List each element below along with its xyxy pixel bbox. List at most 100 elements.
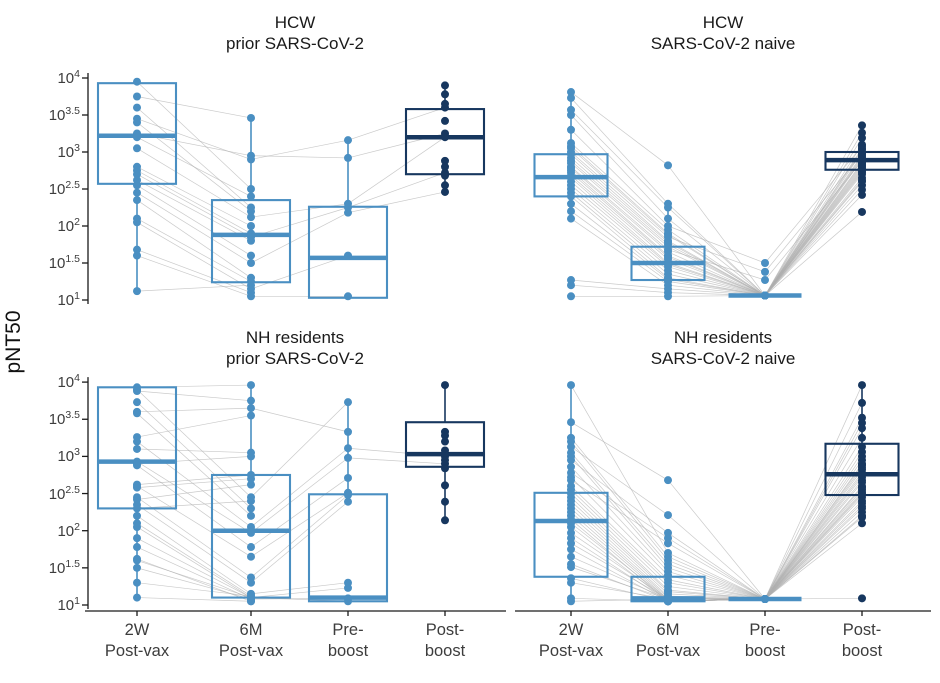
subject-line — [136, 107, 252, 208]
data-point — [858, 381, 866, 390]
subject-line — [136, 166, 252, 227]
subject-line — [667, 264, 766, 296]
data-point — [858, 489, 866, 498]
y-tick-label: 104 — [57, 372, 80, 392]
subject-line — [667, 560, 766, 600]
subject-line — [667, 563, 766, 600]
subject-line — [764, 511, 863, 600]
subject-line — [570, 459, 669, 534]
subject-line — [764, 137, 863, 296]
subject-line — [764, 474, 863, 600]
data-point — [344, 597, 352, 606]
data-point — [133, 245, 141, 254]
subject-line — [136, 148, 252, 218]
subject-line — [136, 81, 252, 190]
subject-line — [347, 136, 446, 205]
data-point — [441, 516, 449, 525]
subject-line — [136, 192, 252, 264]
subject-line — [667, 270, 766, 296]
subject-line — [570, 177, 669, 264]
data-point — [344, 453, 352, 462]
subject-line — [136, 407, 252, 413]
subject-line — [570, 511, 669, 598]
subject-line — [667, 225, 766, 264]
data-point — [664, 292, 672, 301]
data-point — [133, 437, 141, 446]
data-point — [858, 452, 866, 461]
subject-line — [570, 493, 669, 587]
data-point — [441, 464, 449, 473]
subject-line — [250, 212, 349, 264]
subject-line — [764, 384, 863, 600]
data-point — [761, 259, 769, 267]
data-point — [247, 496, 255, 505]
subject-line — [764, 493, 863, 600]
data-point — [344, 251, 352, 260]
subject-line — [136, 496, 252, 578]
subject-line — [764, 145, 863, 264]
subject-line — [764, 194, 863, 296]
data-point — [344, 491, 352, 500]
panel-title-line: NH residents — [673, 328, 773, 347]
subject-line — [570, 485, 669, 580]
subject-line — [347, 107, 446, 141]
subject-line — [764, 211, 863, 296]
data-point — [247, 259, 255, 267]
data-point — [441, 81, 449, 90]
y-tick-label: 104 — [57, 68, 80, 87]
subject-line — [764, 422, 863, 600]
panel-title-line: HCW — [702, 13, 744, 32]
subject-line — [136, 218, 252, 282]
data-point — [344, 583, 352, 592]
subject-line — [570, 151, 669, 238]
data-point — [247, 552, 255, 561]
subject-line — [764, 467, 863, 600]
data-point — [133, 387, 141, 396]
data-point — [441, 162, 449, 171]
panel-title-line: HCW — [274, 13, 316, 32]
data-point — [247, 251, 255, 260]
subject-line — [570, 452, 669, 565]
subject-line — [764, 505, 863, 600]
subject-line — [136, 390, 252, 402]
subject-line — [250, 255, 349, 290]
data-point — [247, 511, 255, 520]
y-tick-label: 103 — [57, 142, 80, 161]
data-point — [247, 452, 255, 461]
subject-line — [764, 173, 863, 296]
data-point — [344, 473, 352, 482]
data-point — [567, 192, 575, 201]
subject-line — [136, 185, 252, 256]
data-point — [133, 556, 141, 565]
subject-line — [667, 556, 766, 600]
data-point — [344, 153, 352, 162]
subject-line — [136, 537, 252, 598]
data-point — [133, 578, 141, 587]
subject-line — [764, 185, 863, 296]
subject-line — [570, 566, 669, 600]
data-point — [133, 251, 141, 260]
subject-line — [136, 401, 252, 509]
subject-line — [570, 279, 669, 290]
data-point — [441, 171, 449, 180]
subject-line — [136, 448, 252, 454]
subject-line — [136, 221, 252, 290]
panel-title-line: prior SARS-CoV-2 — [226, 349, 364, 368]
data-point — [858, 470, 866, 479]
panel-title-line: NH residents — [245, 328, 345, 347]
subject-line — [570, 170, 669, 256]
subject-line — [764, 132, 863, 296]
data-point — [247, 411, 255, 420]
subject-line — [570, 472, 669, 539]
data-point — [133, 593, 141, 602]
subject-line — [667, 207, 766, 296]
data-point — [247, 504, 255, 513]
subject-line — [570, 210, 669, 282]
data-point — [133, 461, 141, 470]
subject-line — [570, 166, 669, 250]
subject-line — [570, 548, 669, 602]
data-point — [344, 136, 352, 145]
data-point — [441, 437, 449, 446]
